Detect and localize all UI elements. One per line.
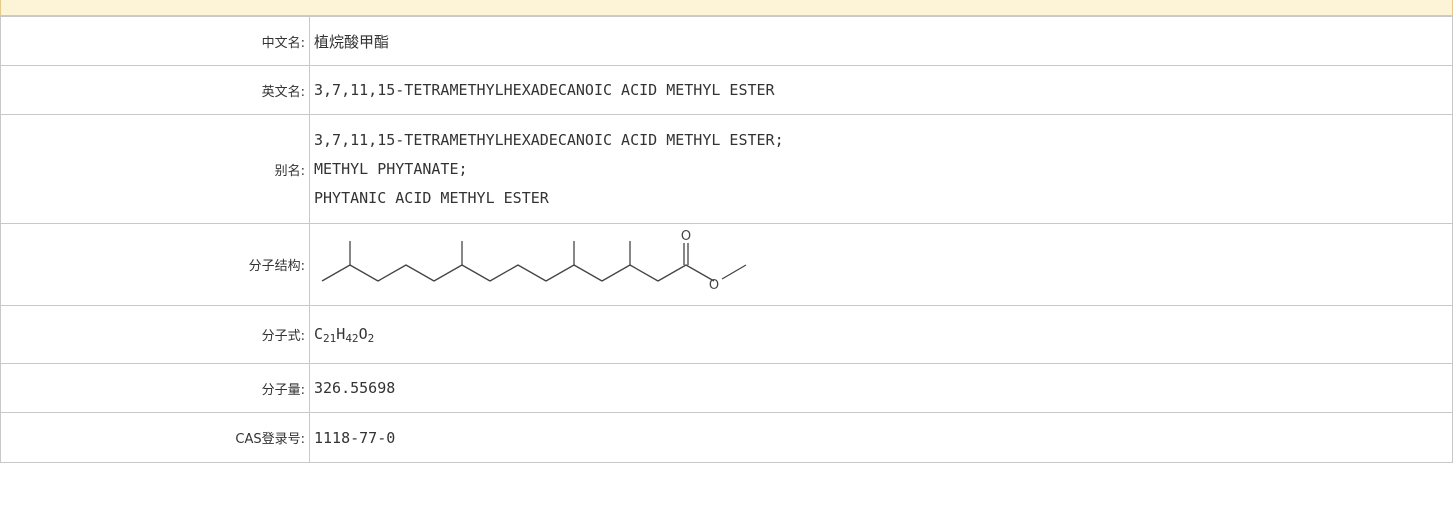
value-molecular-weight: 326.55698 <box>309 363 1453 413</box>
label-aliases: 别名: <box>0 114 310 224</box>
row-chinese-name: 中文名: 植烷酸甲酯 <box>0 16 1453 66</box>
row-aliases: 别名: 3,7,11,15-TETRAMETHYLHEXADECANOIC AC… <box>0 114 1453 224</box>
formula-element: H <box>336 324 346 343</box>
molecular-structure-image: O O <box>321 229 747 293</box>
row-formula: 分子式: C21H42O2 <box>0 305 1453 364</box>
label-structure: 分子结构: <box>0 223 310 306</box>
value-formula: C21H42O2 <box>309 305 1453 364</box>
row-cas: CAS登录号: 1118-77-0 <box>0 412 1453 463</box>
row-structure: 分子结构: <box>0 223 1453 306</box>
value-structure: O O <box>309 223 1453 306</box>
row-english-name: 英文名: 3,7,11,15-TETRAMETHYLHEXADECANOIC A… <box>0 65 1453 115</box>
value-cas: 1118-77-0 <box>309 412 1453 463</box>
label-molecular-weight: 分子量: <box>0 363 310 413</box>
label-cas: CAS登录号: <box>0 412 310 463</box>
properties-table: 中文名: 植烷酸甲酯 英文名: 3,7,11,15-TETRAMETHYLHEX… <box>0 16 1453 463</box>
alias-line: METHYL PHYTANATE; <box>314 159 468 178</box>
formula-count: 21 <box>323 331 337 345</box>
label-formula: 分子式: <box>0 305 310 364</box>
formula-element: O <box>358 324 368 343</box>
alias-line: PHYTANIC ACID METHYL ESTER <box>314 188 549 207</box>
value-aliases: 3,7,11,15-TETRAMETHYLHEXADECANOIC ACID M… <box>309 114 1453 224</box>
formula-element: C <box>314 324 324 343</box>
section-header-bar <box>0 0 1453 16</box>
atom-label-o: O <box>681 229 691 244</box>
row-molecular-weight: 分子量: 326.55698 <box>0 363 1453 413</box>
formula-count: 42 <box>345 331 359 345</box>
label-english-name: 英文名: <box>0 65 310 115</box>
atom-label-o: O <box>709 278 719 293</box>
value-english-name: 3,7,11,15-TETRAMETHYLHEXADECANOIC ACID M… <box>309 65 1453 115</box>
label-chinese-name: 中文名: <box>0 16 310 66</box>
alias-line: 3,7,11,15-TETRAMETHYLHEXADECANOIC ACID M… <box>314 130 784 149</box>
value-chinese-name: 植烷酸甲酯 <box>309 16 1453 66</box>
formula-count: 2 <box>367 331 375 345</box>
